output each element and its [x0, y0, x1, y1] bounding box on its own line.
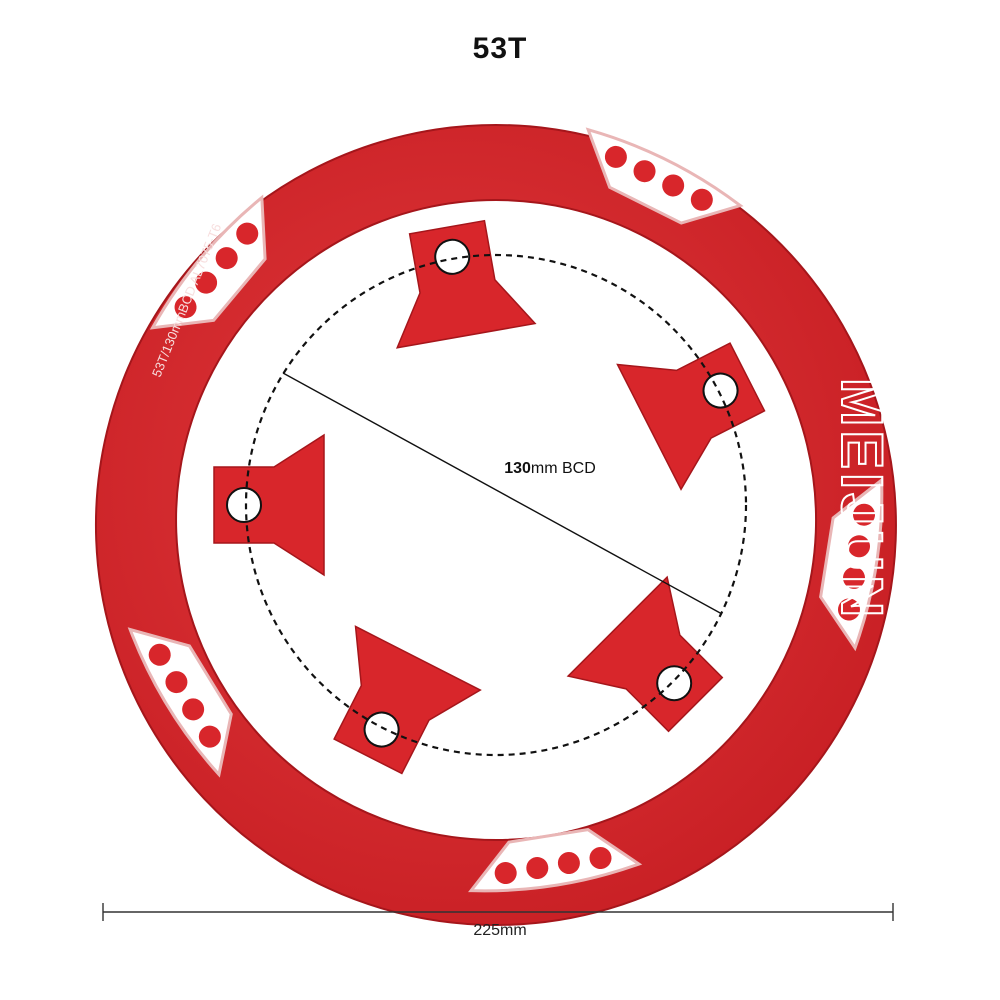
cutout-window: [468, 828, 643, 893]
bolt-hole: [226, 487, 262, 523]
spider-arm: [333, 625, 482, 775]
outer-dimension-line: [102, 903, 894, 921]
bolt-hole: [656, 665, 693, 702]
spider-arm: [566, 575, 724, 733]
cutout-window: [819, 477, 884, 652]
cutout-window: [149, 194, 267, 330]
spider-arm: [213, 433, 325, 577]
bcd-circle: [244, 253, 748, 757]
bcd-diameter-line: [282, 372, 723, 615]
guard-ring: [94, 124, 897, 926]
brand-logo: MEIJUN: [829, 378, 894, 621]
bolt-hole: [363, 711, 400, 748]
spider-arm: [616, 342, 766, 491]
spider-arms: [213, 219, 766, 775]
product-title: 53T: [472, 32, 528, 65]
bolt-hole: [702, 372, 739, 409]
cutout-windows: [127, 127, 884, 893]
spider-arm: [395, 219, 537, 349]
outer-dimension-label: 225mm: [473, 922, 527, 939]
bolt-hole: [434, 238, 471, 275]
bcd-label: 130mm BCD: [504, 460, 596, 477]
cutout-window: [127, 627, 233, 778]
cutout-window: [585, 127, 744, 225]
